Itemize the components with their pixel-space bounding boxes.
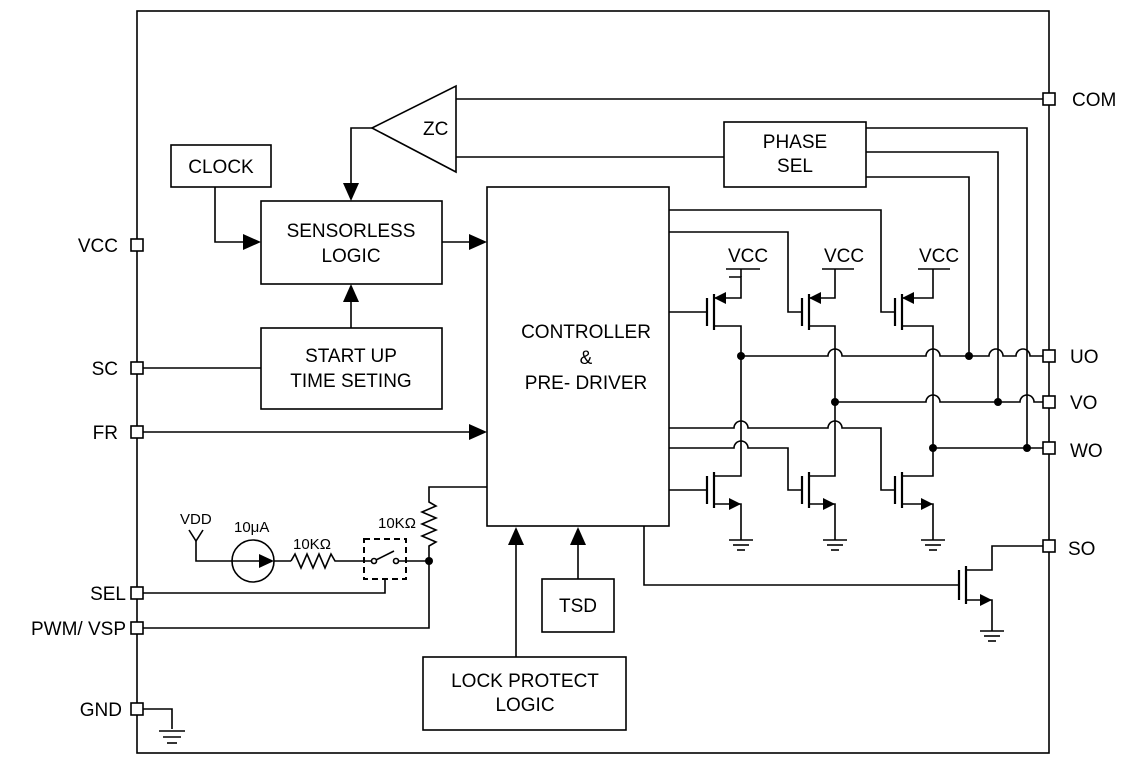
arrow-lock-controller [508, 527, 524, 545]
pin-gnd-label: GND [80, 700, 122, 721]
vdd-label: VDD [180, 511, 212, 528]
wire-uo-bus [741, 348, 1043, 357]
pin-sel: SEL [90, 584, 144, 605]
wire-phasesel-uo [866, 176, 970, 356]
pin-so-label: SO [1068, 539, 1095, 560]
vcc-label-u: VCC [728, 246, 768, 267]
mosfet-high-side-w: VCC [893, 246, 959, 448]
chip-outline [136, 10, 1050, 754]
wire-gate-ls-v [669, 440, 802, 491]
zc-label: ZC [423, 119, 448, 140]
phase-sel-block: PHASE SEL [723, 121, 867, 188]
wire-phasesel-wo [866, 127, 1028, 448]
vcc-label-v: VCC [824, 246, 864, 267]
arrow-zc-sensorless [343, 183, 359, 201]
vdd-supply: VDD [180, 511, 232, 562]
ground-gnd-pin [159, 730, 185, 744]
wire-pwm-node [143, 561, 430, 629]
controller-label-1: CONTROLLER [521, 322, 651, 343]
startup-label-1: START UP [305, 346, 397, 367]
wire-controller-so-gate [643, 526, 959, 586]
wire-gate-hs-v [669, 231, 802, 313]
clock-label: CLOCK [188, 157, 254, 178]
vcc-label-w: VCC [919, 246, 959, 267]
pin-wo-label: WO [1070, 441, 1103, 462]
sel-switch [363, 538, 429, 580]
wire-clock-sensorless [214, 187, 246, 243]
lock-protect-label-2: LOGIC [495, 695, 554, 716]
pin-fr: FR [93, 423, 144, 444]
controller-label-2: & [580, 348, 593, 369]
sensorless-logic-block: SENSORLESS LOGIC [260, 200, 443, 285]
wire-vo-bus [835, 394, 1043, 403]
wire-zc-sensorless [350, 127, 372, 186]
mosfet-so-output [957, 545, 1043, 631]
resistor-pullup-label: 10KΩ [378, 515, 416, 532]
arrow-fr-controller [469, 424, 487, 440]
tsd-label: TSD [559, 596, 597, 617]
controller-label-3: PRE- DRIVER [525, 373, 647, 394]
mosfet-high-side-u: VCC [705, 246, 768, 356]
resistor-10k-pullup: 10KΩ [378, 486, 487, 561]
ground-u [729, 539, 753, 551]
startup-time-block: START UP TIME SETING [260, 327, 443, 410]
pin-wo: WO [1042, 441, 1103, 462]
pin-sc: SC [92, 359, 144, 380]
phase-sel-label-1: PHASE [763, 132, 827, 153]
pin-com: COM [1042, 90, 1116, 111]
junction-wo-phase [1023, 444, 1031, 452]
pin-sc-label: SC [92, 359, 118, 380]
zc-comparator: ZC [370, 84, 457, 174]
tsd-block: TSD [541, 578, 615, 633]
pin-sel-label: SEL [90, 584, 126, 605]
junction-vo-phase [994, 398, 1002, 406]
arrow-startup-sensorless [343, 284, 359, 302]
pin-pwm-vsp: PWM/ VSP [31, 619, 144, 640]
wire-gnd [143, 708, 173, 729]
current-source-label: 10μA [234, 519, 269, 536]
wire-gate-hs-w [669, 209, 895, 313]
arrow-clock-sensorless [243, 234, 261, 250]
pin-uo: UO [1042, 347, 1099, 368]
resistor-series-label: 10KΩ [293, 536, 331, 553]
lock-protect-label-1: LOCK PROTECT [451, 671, 599, 692]
arrow-sensorless-controller [469, 234, 487, 250]
pin-so: SO [1042, 539, 1095, 560]
ground-v [823, 539, 847, 551]
junction-uo-phase [965, 352, 973, 360]
pin-com-label: COM [1072, 90, 1116, 111]
pin-vo: VO [1042, 393, 1097, 414]
pin-vcc-label: VCC [78, 236, 118, 257]
wire-phasesel-vo [866, 151, 999, 402]
ground-w [921, 539, 945, 551]
sensorless-label-2: LOGIC [321, 246, 380, 267]
pin-vcc: VCC [78, 236, 144, 257]
wire-gate-ls-w [669, 420, 895, 491]
wire-sel-switch [143, 579, 386, 594]
mosfet-low-side-u [705, 356, 742, 540]
pin-pwm-vsp-label: PWM/ VSP [31, 619, 126, 640]
startup-label-2: TIME SETING [290, 371, 411, 392]
mosfet-high-side-v: VCC [800, 246, 864, 402]
resistor-10k-series: 10KΩ [290, 536, 371, 571]
pin-fr-label: FR [93, 423, 118, 444]
pin-gnd: GND [80, 700, 144, 721]
mosfet-low-side-w [893, 448, 934, 540]
current-source-10ua: 10μA [231, 519, 291, 583]
mosfet-low-side-v [800, 402, 836, 540]
pin-uo-label: UO [1070, 347, 1099, 368]
clock-block: CLOCK [170, 144, 272, 188]
ground-so [980, 630, 1004, 642]
arrow-tsd-controller [570, 527, 586, 545]
controller-predriver-block: CONTROLLER & PRE- DRIVER [486, 186, 670, 527]
lock-protect-block: LOCK PROTECT LOGIC [422, 656, 627, 731]
phase-sel-label-2: SEL [777, 156, 813, 177]
pin-vo-label: VO [1070, 393, 1097, 414]
sensorless-label-1: SENSORLESS [287, 221, 416, 242]
